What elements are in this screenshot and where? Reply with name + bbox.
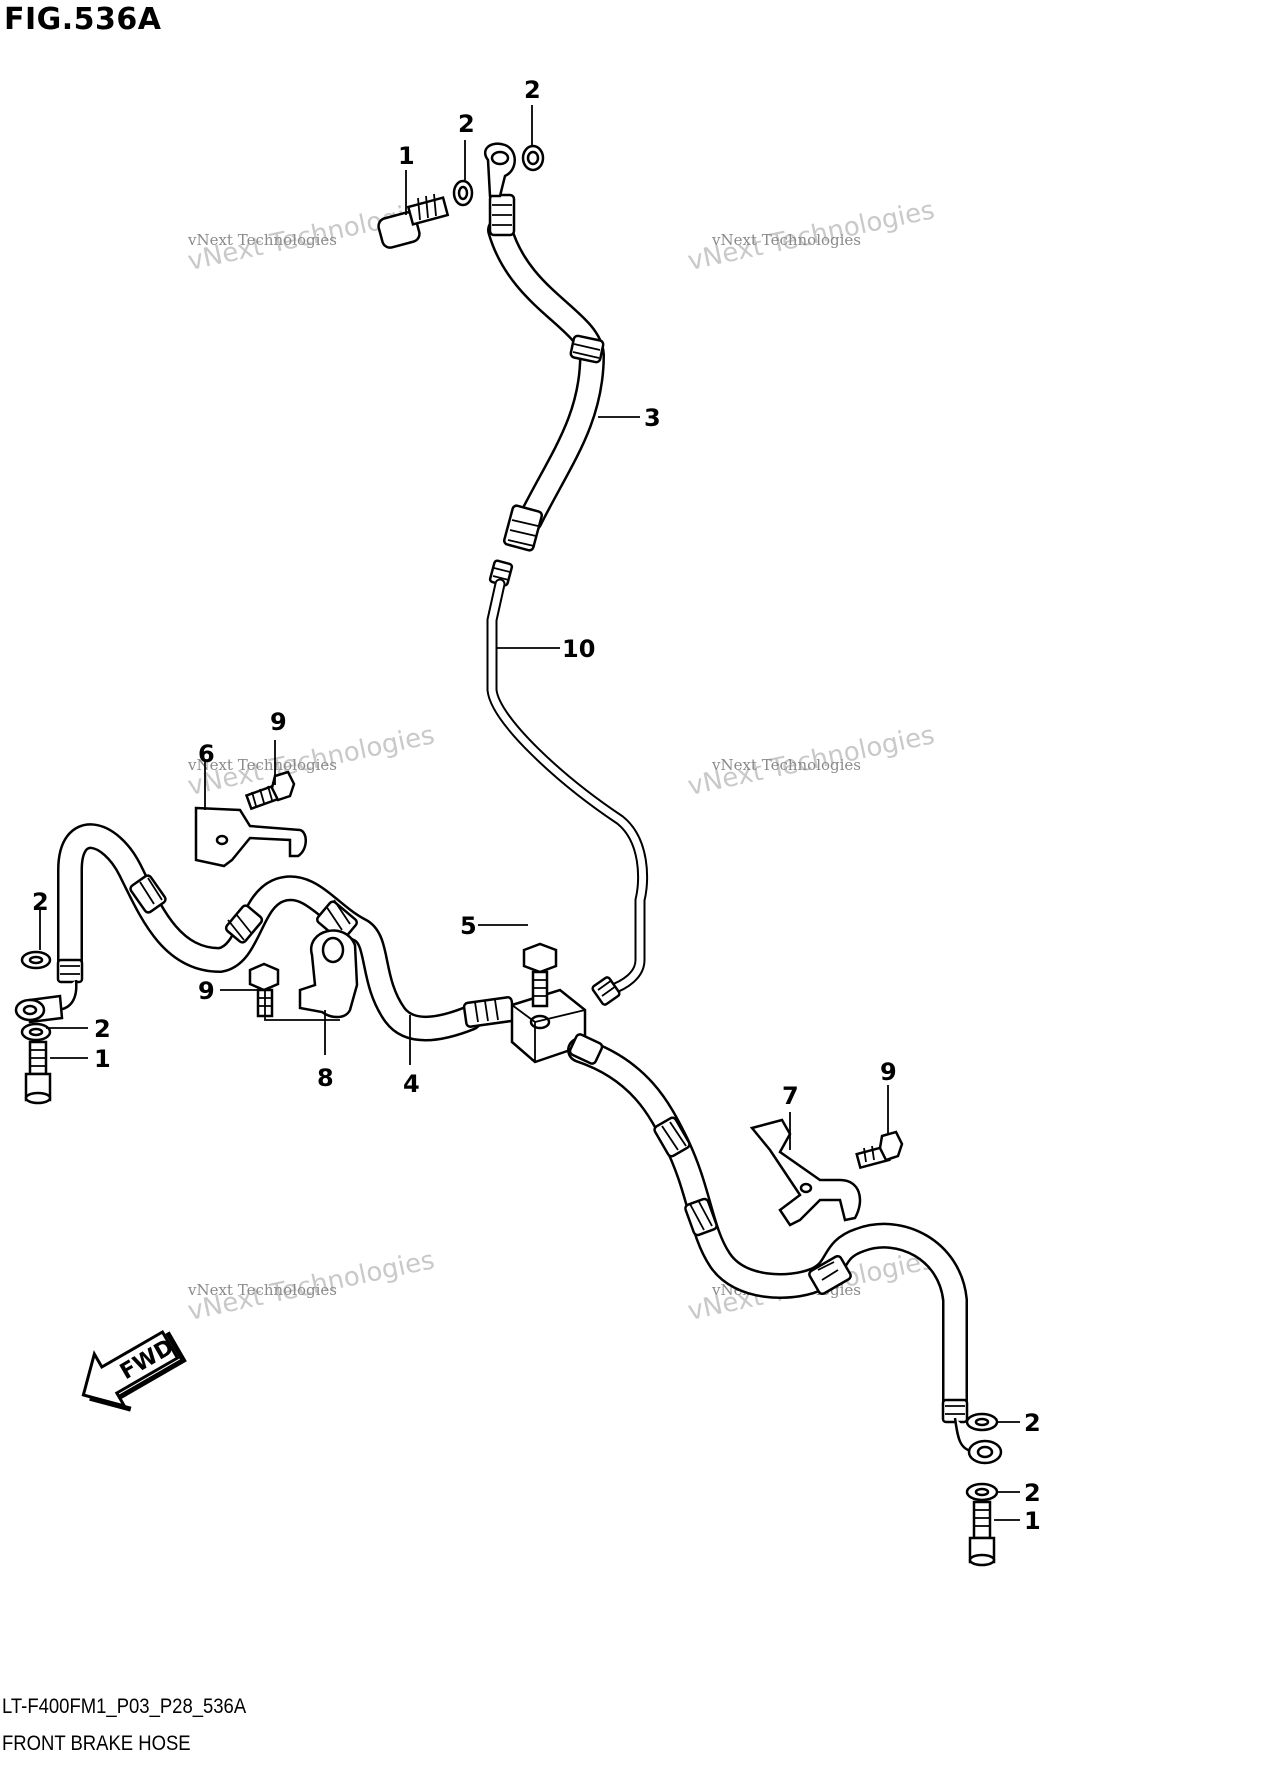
bolt-bracket-7 bbox=[855, 1130, 904, 1170]
callout-union-bolt-left: 1 bbox=[94, 1045, 111, 1073]
callout-hose-clamp: 8 bbox=[317, 1064, 334, 1092]
union-bolt-top bbox=[377, 193, 450, 249]
callout-union-bolt-top: 1 bbox=[398, 142, 415, 170]
left-brake-hose bbox=[40, 823, 516, 1042]
callout-washer-right-lower: 2 bbox=[1024, 1479, 1041, 1507]
callout-bolt-bracket-7: 9 bbox=[880, 1058, 897, 1086]
callout-bolt-clamp-8: 9 bbox=[198, 977, 215, 1005]
leader-lines bbox=[39, 105, 1020, 1521]
figure-title: FIG.536A bbox=[4, 2, 162, 37]
diagram-caption: FRONT BRAKE HOSE bbox=[2, 1732, 191, 1755]
hose-clamp bbox=[298, 929, 359, 1019]
washer-right-lower bbox=[965, 1482, 999, 1502]
hose-bracket-left bbox=[194, 806, 307, 868]
callout-washer-left-lower: 2 bbox=[94, 1015, 111, 1043]
fwd-arrow: FWD bbox=[81, 1329, 187, 1412]
callout-hose-bracket-right: 7 bbox=[782, 1082, 799, 1110]
callout-washer-top-right: 2 bbox=[524, 76, 541, 104]
washer-top-right bbox=[521, 144, 545, 172]
callout-hose-bracket-left: 6 bbox=[198, 740, 215, 768]
brake-pipe bbox=[486, 559, 649, 1006]
washer-right-upper bbox=[965, 1412, 999, 1432]
callout-bolt-bracket-6: 9 bbox=[270, 708, 287, 736]
washer-left-upper bbox=[20, 950, 52, 970]
watermark-2-small: vNext Technologies bbox=[711, 231, 861, 249]
banjo-right bbox=[953, 1417, 1003, 1465]
callout-upper-brake-hose: 3 bbox=[644, 404, 661, 432]
hose-bracket-right bbox=[749, 1118, 862, 1227]
three-way-joint bbox=[510, 988, 587, 1064]
callout-joint-bolt: 5 bbox=[460, 912, 477, 940]
callout-washer-left-upper: 2 bbox=[32, 888, 49, 916]
watermark-3-small: vNext Technologies bbox=[187, 756, 337, 774]
union-bolt-left bbox=[24, 1040, 52, 1105]
callout-left-brake-hose: 4 bbox=[403, 1070, 420, 1098]
callouts: 1 2 2 3 10 9 6 2 2 1 9 8 4 5 7 9 2 2 1 bbox=[32, 76, 1041, 1535]
watermarks: vNext Technologies vNext Technologies vN… bbox=[185, 195, 937, 1327]
callout-washer-top-left: 2 bbox=[458, 110, 475, 138]
watermark-1-small: vNext Technologies bbox=[187, 231, 337, 249]
right-brake-hose bbox=[567, 1033, 969, 1424]
union-bolt-right bbox=[968, 1500, 996, 1567]
callout-union-bolt-right: 1 bbox=[1024, 1507, 1041, 1535]
diagram-code: LT-F400FM1_P03_P28_536A bbox=[2, 1695, 247, 1718]
washer-top-left bbox=[452, 179, 474, 207]
joint-bolt bbox=[522, 942, 558, 1008]
callout-brake-pipe: 10 bbox=[562, 635, 595, 663]
watermark-4-small: vNext Technologies bbox=[711, 756, 861, 774]
upper-brake-hose bbox=[483, 142, 605, 552]
bolt-bracket-6 bbox=[244, 770, 296, 811]
washer-left-lower bbox=[20, 1022, 52, 1042]
banjo-left bbox=[14, 994, 64, 1024]
watermark-5-small: vNext Technologies bbox=[187, 1281, 337, 1299]
callout-washer-right-upper: 2 bbox=[1024, 1409, 1041, 1437]
